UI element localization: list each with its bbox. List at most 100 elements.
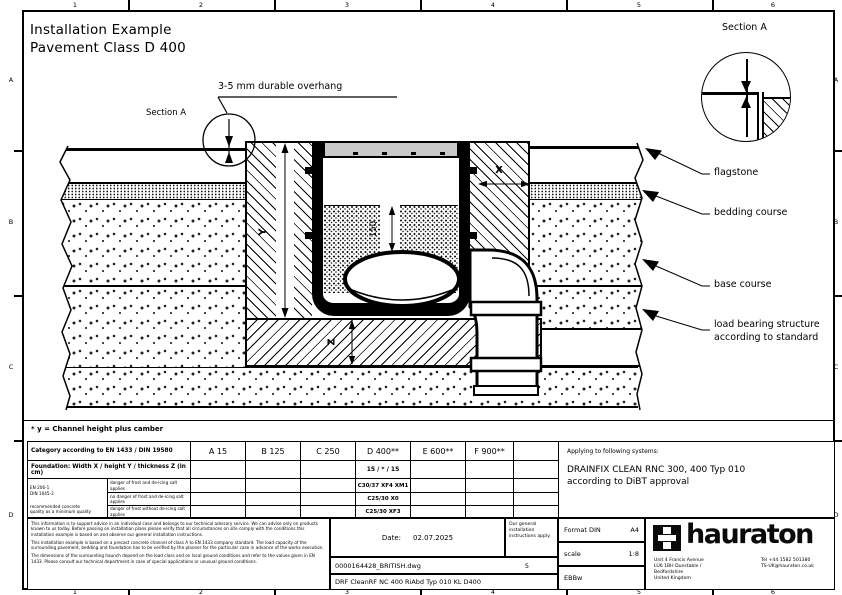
format-label: Format DIN — [564, 526, 601, 534]
class-header-f900: F 900** — [465, 441, 514, 461]
email: TS-UK@hauraton.co.uk — [761, 563, 814, 569]
phone: Tel +44 1582 501380 — [761, 558, 811, 563]
detail-flagstone-line — [702, 92, 759, 95]
footnote: * y = Channel height plus camber — [31, 425, 164, 433]
hauraton-logo-icon — [653, 525, 681, 551]
condition-cell — [513, 478, 559, 493]
concrete-ref: EN 206-1 DIN 1045-2 — [30, 485, 54, 496]
class-header-c250: C 250 — [300, 441, 356, 461]
grid-label-top: 2 — [198, 1, 204, 9]
file-name: 0000164428_BRITISH.dwg — [335, 561, 421, 570]
address-block: Unit 4 Francis Avenue LU6 1BH Dunstable … — [654, 558, 704, 582]
grid-label-bottom: 1 — [72, 588, 78, 595]
flagstone-label: flagstone — [714, 167, 759, 178]
address-line: United Kingdom — [654, 575, 691, 581]
date-label: Date: — [381, 533, 401, 542]
section-a-label-small: Section A — [146, 108, 187, 118]
class-header-a15: A 15 — [190, 441, 246, 461]
condition-cell — [300, 505, 356, 518]
class-header-b125: B 125 — [245, 441, 301, 461]
disclaimer-paragraph: This information is to support advice in… — [31, 521, 318, 537]
dim-label-x: X — [495, 165, 503, 176]
layer-flagstone-left — [60, 148, 245, 184]
condition-cell — [465, 492, 514, 506]
author-row: EBBw — [558, 566, 645, 590]
general-note-box: Our general installation instructions ap… — [505, 518, 558, 557]
class-header-d400: D 400** — [355, 441, 411, 461]
wall-anchor — [470, 167, 477, 174]
grid-label-top: 5 — [636, 1, 642, 9]
grid-label-right: C — [833, 363, 839, 371]
condition-cell — [245, 478, 301, 493]
grid-label-left: B — [8, 218, 14, 226]
condition-cell — [465, 505, 514, 518]
grid-label-right: B — [833, 218, 839, 226]
concrete-ref-cell: EN 206-1 DIN 1045-2 recommended concrete… — [27, 478, 108, 518]
condition-cell — [513, 492, 559, 506]
layer-loadbearing-left — [60, 287, 245, 367]
layer-pipe-band-right — [542, 330, 642, 367]
foundation-cell — [300, 460, 356, 479]
grid-tick — [835, 295, 842, 297]
layer-flagstone-right — [530, 146, 642, 184]
section-a-detail-circle — [701, 52, 791, 142]
condition-cell — [465, 478, 514, 493]
condition-cell — [190, 505, 246, 518]
grid-label-bottom: 6 — [770, 588, 776, 595]
condition-cell — [300, 478, 356, 493]
logo-box: hauraton Unit 4 Francis Avenue LU6 1BH D… — [645, 518, 835, 590]
logo-icon-bar — [658, 535, 676, 541]
address-line: Unit 4 Francis Avenue — [654, 558, 704, 563]
dim-label-y: Y — [257, 228, 269, 236]
condition-cell — [300, 492, 356, 506]
foundation-label-cell: Foundation: Width X / height Y / thickne… — [27, 460, 191, 479]
base-label: base course — [714, 279, 772, 290]
dim-arrow — [741, 97, 751, 108]
disclaimer-paragraph: The dimensions of the surrounding haunch… — [31, 553, 315, 564]
drawing-title-row: DRF CleanRF NC 400 RiAbd Typ 010 KL D400 — [330, 574, 558, 590]
class-header-spare — [513, 441, 559, 461]
detail-frame-edge — [762, 92, 764, 141]
scale-value: 1:8 — [628, 550, 639, 558]
contact-block: Tel +44 1582 501380 TS-UK@hauraton.co.uk — [761, 558, 814, 570]
grid-tick — [712, 0, 714, 10]
condition-d400-value: C30/37 XF4 XM1 — [355, 478, 411, 493]
brand-name: hauraton — [686, 519, 814, 550]
grid-label-bottom: 5 — [636, 588, 642, 595]
scale-label: scale — [564, 550, 581, 558]
format-value: A4 — [630, 526, 639, 534]
grid-tick — [420, 590, 422, 595]
condition-cell — [513, 505, 559, 518]
condition-label: danger of frost without de-icing salt ap… — [107, 505, 191, 518]
disclaimer-paragraph: This installation example is based on a … — [31, 539, 324, 550]
logo-icon-notch-top — [663, 527, 671, 534]
condition-cell — [410, 492, 466, 506]
foundation-cell — [410, 460, 466, 479]
systems-intro: Applying to following systems: — [567, 448, 659, 455]
grid-tick — [14, 295, 22, 297]
grid-tick — [274, 590, 276, 595]
grid-label-right: A — [833, 76, 839, 84]
foundation-cell — [465, 460, 514, 479]
layer-base-left — [60, 200, 245, 287]
class-header-e600: E 600** — [410, 441, 466, 461]
systems-line1: DRAINFIX CLEAN RNC 300, 400 Typ 010 — [567, 465, 746, 475]
date-box: Date: 02.07.2025 — [330, 518, 505, 557]
wall-anchor — [470, 232, 477, 239]
grid-tick — [566, 590, 568, 595]
grid-label-bottom: 2 — [198, 588, 204, 595]
concrete-surround-left-inner — [294, 141, 312, 318]
address-line: LU6 1BH Dunstable / — [654, 563, 702, 569]
detail-hatch — [764, 97, 790, 141]
overhang-label: 3-5 mm durable overhang — [218, 81, 343, 92]
grating-slots — [329, 152, 453, 155]
concrete-surround-left-outer — [245, 141, 276, 318]
layer-base-right — [530, 200, 642, 287]
foundation-d400-cell: 15 / * / 15 — [355, 460, 411, 479]
condition-d400-value: C25/30 X0 — [355, 492, 411, 506]
dim-label-150: 150 — [369, 220, 379, 238]
grid-tick — [128, 0, 130, 10]
grid-tick — [835, 150, 842, 152]
layer-bedding-right — [530, 184, 642, 200]
